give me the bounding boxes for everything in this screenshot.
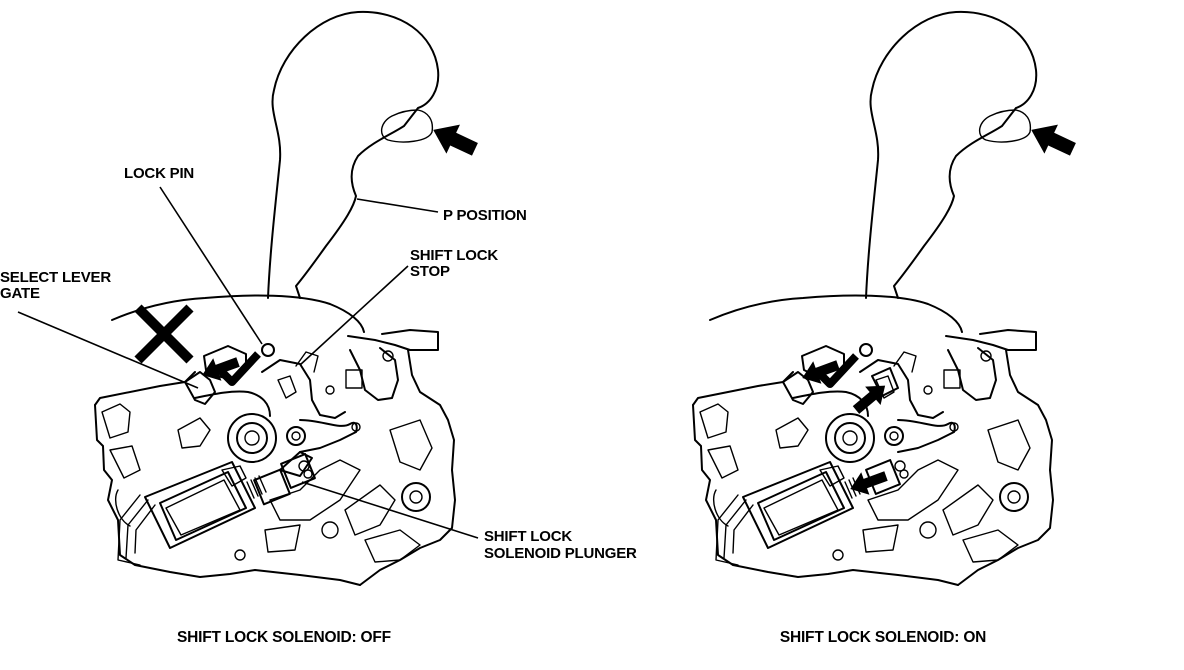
arrow-icon	[426, 115, 482, 164]
caption-on: SHIFT LOCK SOLENOID: ON	[780, 629, 986, 646]
p-position-label: P POSITION	[443, 207, 527, 224]
shift-lock-stop-label-line-2: STOP	[410, 263, 450, 280]
shift-lock-stop-label: SHIFT LOCK	[410, 247, 498, 264]
x-mark-icon	[134, 304, 194, 364]
diagram-off-state: LOCK PIN P POSITION SHIFT LOCK STOP SELE…	[0, 10, 637, 646]
select-lever-gate-label: SELECT LEVER	[0, 269, 111, 286]
arrow-icon	[848, 376, 893, 420]
plunger-label: SHIFT LOCK	[484, 528, 572, 545]
arrow-icon	[1024, 115, 1080, 164]
diagram-on-state: SHIFT LOCK SOLENOID: ON	[692, 10, 1080, 646]
select-lever-gate-label-line-2: GATE	[0, 285, 40, 302]
plunger-label-line-2: SOLENOID PLUNGER	[484, 545, 637, 562]
lock-pin-label: LOCK PIN	[124, 165, 194, 182]
caption-off: SHIFT LOCK SOLENOID: OFF	[177, 629, 391, 646]
